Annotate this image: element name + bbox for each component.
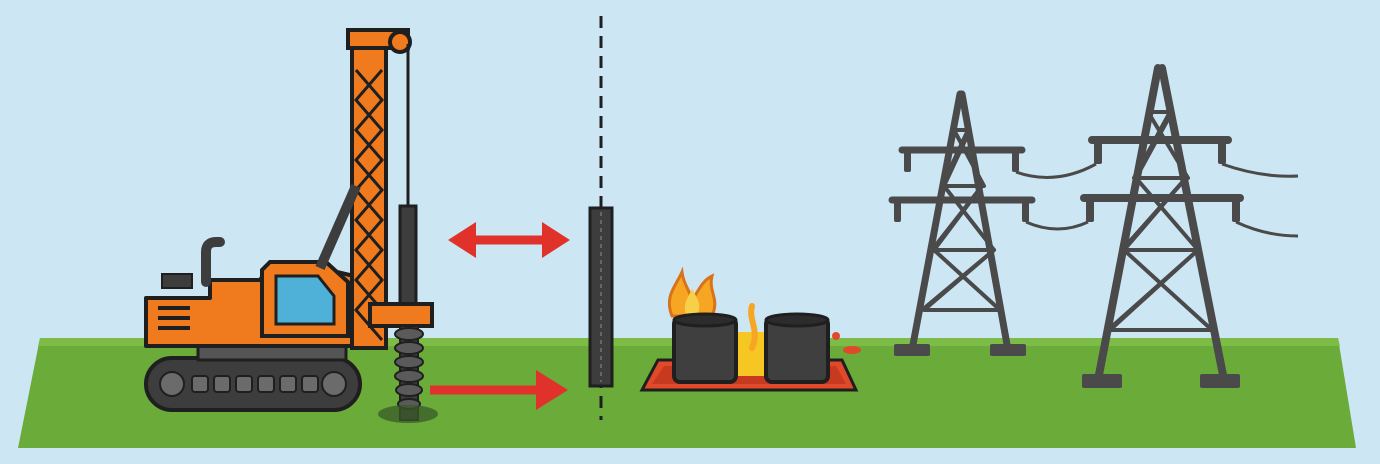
bore-hole	[378, 405, 438, 423]
spill-drop	[843, 346, 861, 354]
drum-left	[672, 316, 738, 384]
double-arrow	[448, 222, 570, 258]
rig-vents	[158, 306, 190, 330]
kelly-bar	[398, 204, 418, 310]
drum-right	[764, 316, 830, 384]
rig-mast	[350, 40, 388, 350]
rig-hood-box	[161, 273, 193, 289]
sheet-pile	[588, 206, 614, 388]
pile-driving-rig	[144, 28, 438, 423]
transmission-tower-left	[888, 90, 1036, 354]
fire-flame-core	[684, 288, 700, 314]
right-arrow	[430, 370, 568, 410]
cab-window	[274, 274, 336, 326]
power-lines	[1015, 162, 1299, 238]
transmission-tower-right	[1080, 64, 1244, 384]
leak-stream	[748, 303, 758, 351]
track-wheels	[159, 371, 347, 397]
rig-exhaust	[201, 237, 225, 287]
mast-pulley	[388, 30, 412, 54]
drill-head	[368, 302, 434, 328]
boom-strut	[315, 183, 361, 271]
tower-left-insulators	[894, 150, 1029, 356]
tower-right-insulators	[1082, 140, 1240, 388]
burning-drums	[639, 266, 861, 392]
mast-lattice	[354, 69, 384, 341]
